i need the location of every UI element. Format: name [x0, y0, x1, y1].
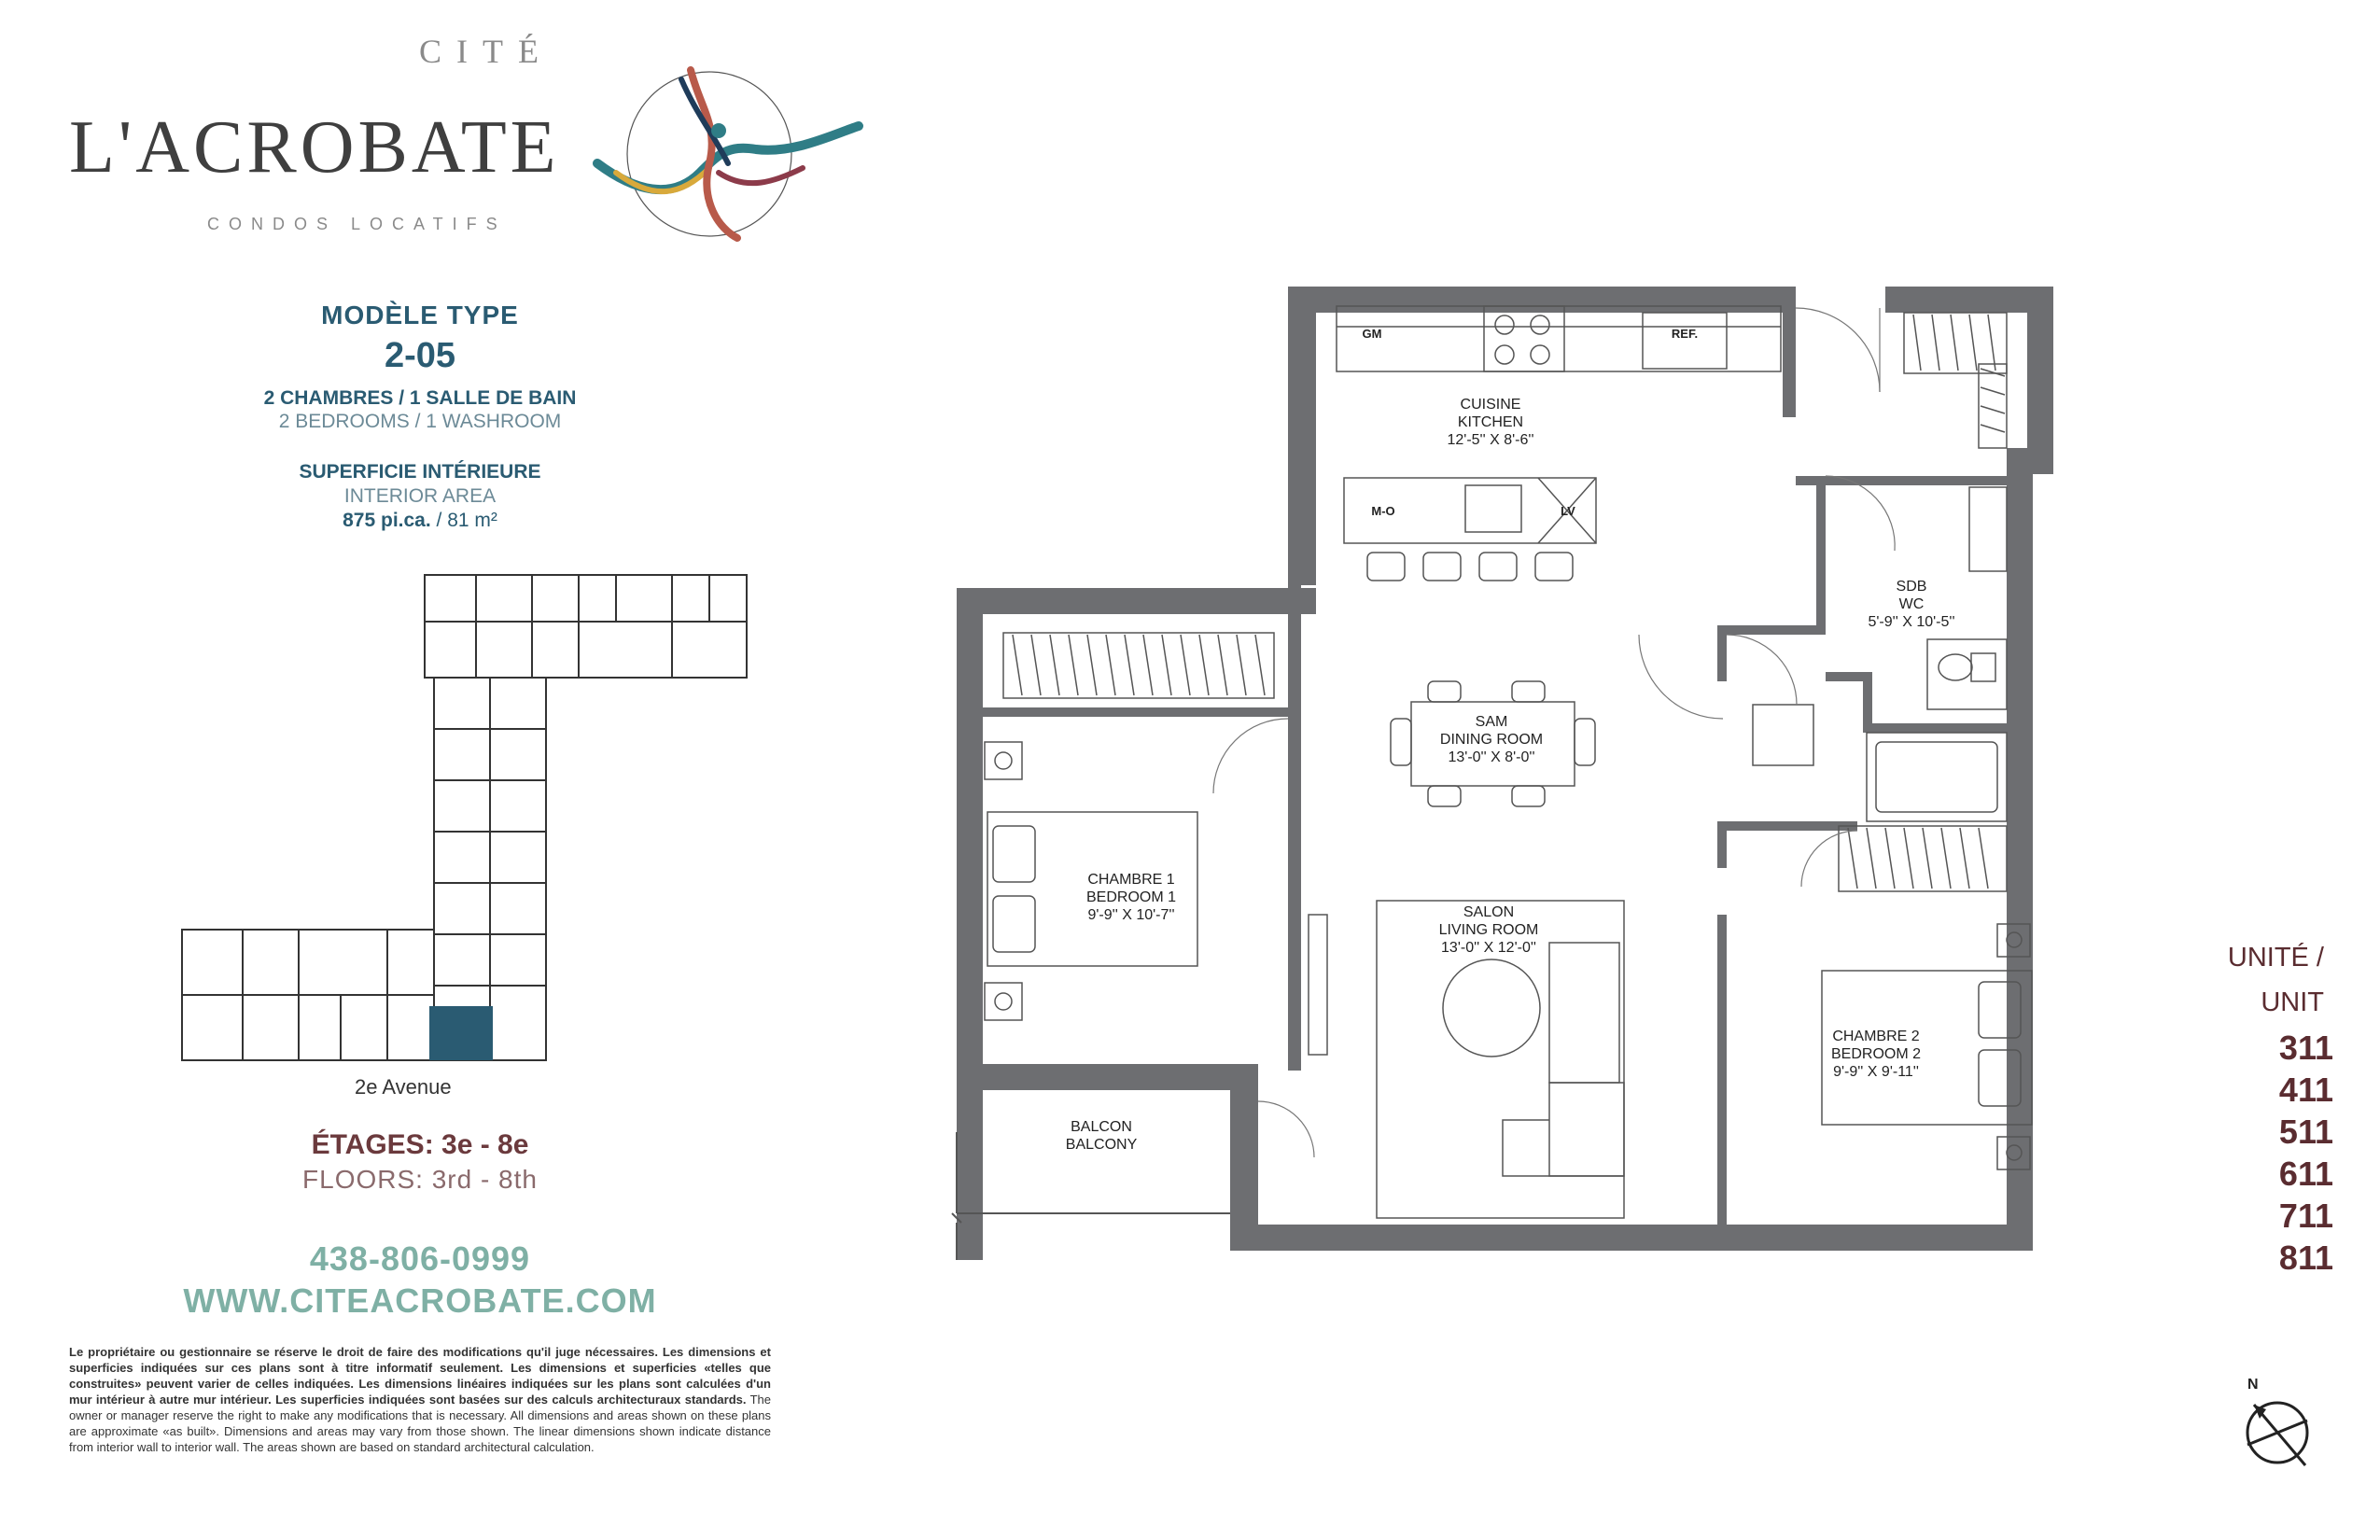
bedroom2-label-en: BEDROOM 2 [1831, 1046, 1921, 1062]
unit-item: 511 [2278, 1113, 2333, 1151]
brand-name: L'ACROBATE [69, 106, 560, 189]
unit-item: 411 [2278, 1071, 2333, 1109]
dining-label-en: DINING ROOM [1440, 732, 1543, 748]
bedroom1-label-fr: CHAMBRE 1 [1087, 872, 1174, 888]
microwave-label: M-O [1371, 504, 1394, 518]
dining-label-fr: SAM [1476, 714, 1508, 730]
balcony-label-fr: BALCON [1071, 1119, 1132, 1135]
model-label: MODÈLE TYPE [321, 301, 519, 329]
dining-dim: 13'-0'' X 8'-0'' [1448, 749, 1534, 765]
area-label-english: INTERIOR AREA [343, 485, 497, 507]
brand-cite: CITÉ [419, 33, 553, 70]
bath-dim: 5'-9'' X 10'-5'' [1868, 614, 1954, 630]
living-dim: 13'-0'' X 12'-0'' [1441, 940, 1536, 956]
floors-french: ÉTAGES: 3e - 8e [311, 1129, 529, 1160]
unit-list: 311 411 511 611 711 811 [2221, 1027, 2333, 1279]
floor-plan: GM REF. M-O LV CUISINE KITCHEN 12'-5'' X… [951, 287, 2053, 1260]
bedroom2-dim: 9'-9'' X 9'-11'' [1833, 1064, 1919, 1080]
bath-label-en: WC [1899, 596, 1925, 612]
phone-number[interactable]: 438-806-0999 [309, 1239, 531, 1278]
kitchen-label-en: KITCHEN [1458, 414, 1523, 430]
acrobat-logo-icon [593, 66, 863, 242]
north-compass-icon: N [2246, 1377, 2309, 1466]
floors-english: FLOORS: 3rd - 8th [302, 1165, 538, 1194]
gm-label: GM [1363, 327, 1382, 341]
unit-item: 811 [2278, 1239, 2333, 1277]
unit-item: 611 [2278, 1155, 2333, 1193]
brand-tagline: CONDOS LOCATIFS [207, 215, 507, 233]
key-plan [181, 574, 748, 1061]
kitchen-dim: 12'-5'' X 8'-6'' [1447, 432, 1533, 448]
balcony-label-en: BALCONY [1066, 1137, 1138, 1153]
bath-label-fr: SDB [1897, 579, 1927, 595]
unit-title-en: UNIT [2261, 987, 2324, 1017]
street-label: 2e Avenue [355, 1075, 452, 1099]
bedroom2-label-fr: CHAMBRE 2 [1832, 1029, 1919, 1044]
area-label-french: SUPERFICIE INTÉRIEURE [299, 461, 541, 483]
fridge-label: REF. [1672, 327, 1698, 341]
rooms-french: 2 CHAMBRES / 1 SALLE DE BAIN [263, 387, 577, 409]
unit-item: 711 [2278, 1197, 2333, 1235]
area-sqft: 875 pi.ca. [343, 510, 431, 531]
bedroom1-dim: 9'-9'' X 10'-7'' [1087, 907, 1174, 923]
disclaimer-english: The owner or manager reserve the right t… [69, 1393, 771, 1454]
disclaimer-french: Le propriétaire ou gestionnaire se réser… [69, 1345, 771, 1407]
area-value: 875 pi.ca. / 81 m² [56, 510, 784, 532]
unit-title-fr: UNITÉ / [2227, 943, 2324, 973]
disclaimer: Le propriétaire ou gestionnaire se réser… [69, 1344, 771, 1455]
unit-item: 311 [2278, 1029, 2333, 1067]
area-m2: / 81 m² [430, 510, 497, 531]
compass-n-label: N [2247, 1377, 2259, 1393]
living-label-en: LIVING ROOM [1439, 922, 1539, 938]
bedroom1-label-en: BEDROOM 1 [1086, 889, 1176, 905]
dishwasher-label: LV [1561, 504, 1575, 518]
rooms-english: 2 BEDROOMS / 1 WASHROOM [278, 411, 562, 432]
living-label-fr: SALON [1463, 904, 1514, 920]
website-link[interactable]: WWW.CITEACROBATE.COM [183, 1281, 657, 1320]
model-code: 2-05 [384, 336, 456, 375]
kitchen-label-fr: CUISINE [1461, 397, 1521, 413]
